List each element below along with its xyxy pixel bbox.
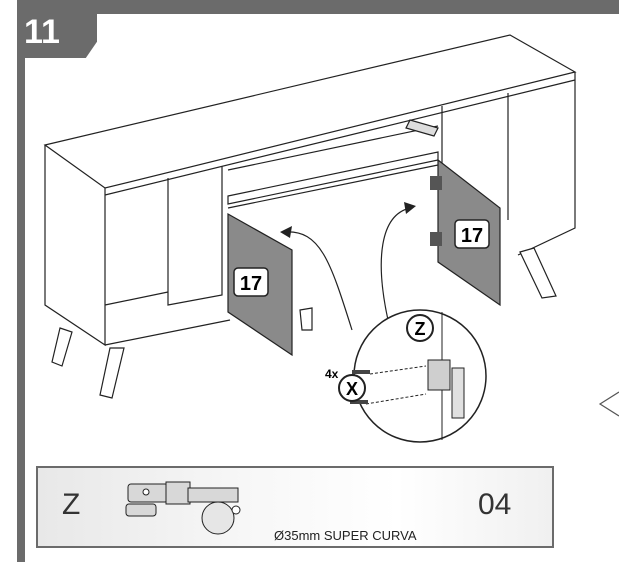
leg-right (519, 247, 557, 299)
hinge-callout: Z (406, 314, 434, 342)
legend-quantity: 04 (478, 488, 512, 521)
door-right-label: 17 (454, 219, 490, 249)
leg-middle (299, 307, 313, 331)
legend-description: Ø35mm SUPER CURVA (274, 528, 417, 543)
svg-text:Z: Z (415, 319, 426, 339)
cabinet-left-side (44, 145, 106, 347)
top-brace (405, 119, 439, 137)
svg-text:17: 17 (461, 225, 483, 247)
legend-part-code: Z (62, 488, 81, 521)
next-step-arrow (598, 391, 619, 417)
left-frame-bar (17, 0, 25, 562)
leg-back-left (51, 327, 73, 367)
screw-callout: X (338, 374, 366, 402)
door-left-label: 17 (233, 267, 269, 297)
hinge-icon (125, 481, 241, 535)
cabinet-right-side (517, 80, 576, 256)
leg-front-left (99, 347, 125, 399)
hinge-upper (430, 176, 442, 190)
arrow-to-left-door (284, 231, 353, 331)
middle-shelf (227, 151, 439, 205)
top-frame-bar (17, 0, 619, 14)
step-badge (17, 0, 97, 58)
hinge-lower (430, 232, 442, 246)
arrow-to-right-door (380, 207, 411, 321)
left-partition (167, 166, 223, 306)
hinge-detail (427, 359, 451, 391)
step-number: 11 (24, 13, 60, 51)
screw-quantity: 4x (325, 367, 339, 381)
parts-legend: Z Ø35mm SUPER CURVA 04 (36, 466, 554, 548)
assembly-illustration: 17 17 Z X 4x (43, 34, 619, 443)
cabinet-top (43, 34, 577, 189)
svg-text:17: 17 (240, 273, 262, 295)
svg-text:X: X (346, 379, 358, 399)
